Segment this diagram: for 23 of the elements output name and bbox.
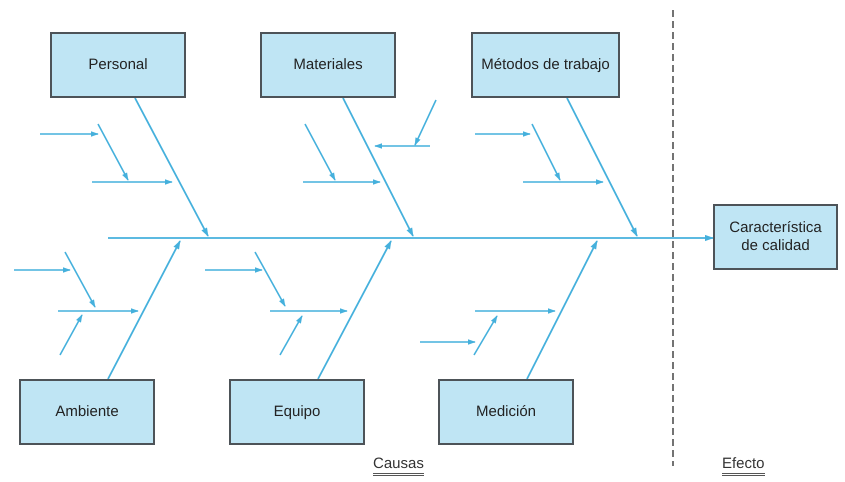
arrow [107, 240, 181, 380]
node-label: Medición [474, 403, 538, 421]
section-heading: Efecto [722, 456, 765, 476]
section-heading: Causas [373, 456, 424, 476]
node-label: Métodos de trabajo [480, 56, 611, 74]
node-label: Materiales [292, 56, 364, 74]
effect-box [713, 204, 838, 270]
arrow [108, 234, 714, 242]
arrow [342, 98, 414, 237]
cause-box [438, 379, 574, 445]
cause-box [260, 32, 396, 98]
arrow [317, 240, 392, 380]
node-label: Característica de calidad [728, 219, 823, 255]
node-label: Personal [87, 56, 149, 74]
arrow [526, 240, 598, 380]
node-label: Equipo [272, 403, 322, 421]
node-label: Ambiente [54, 403, 120, 421]
cause-box [19, 379, 155, 445]
arrow [566, 98, 638, 237]
cause-box [229, 379, 365, 445]
cause-box [471, 32, 620, 98]
cause-box [50, 32, 186, 98]
arrow [134, 98, 209, 237]
